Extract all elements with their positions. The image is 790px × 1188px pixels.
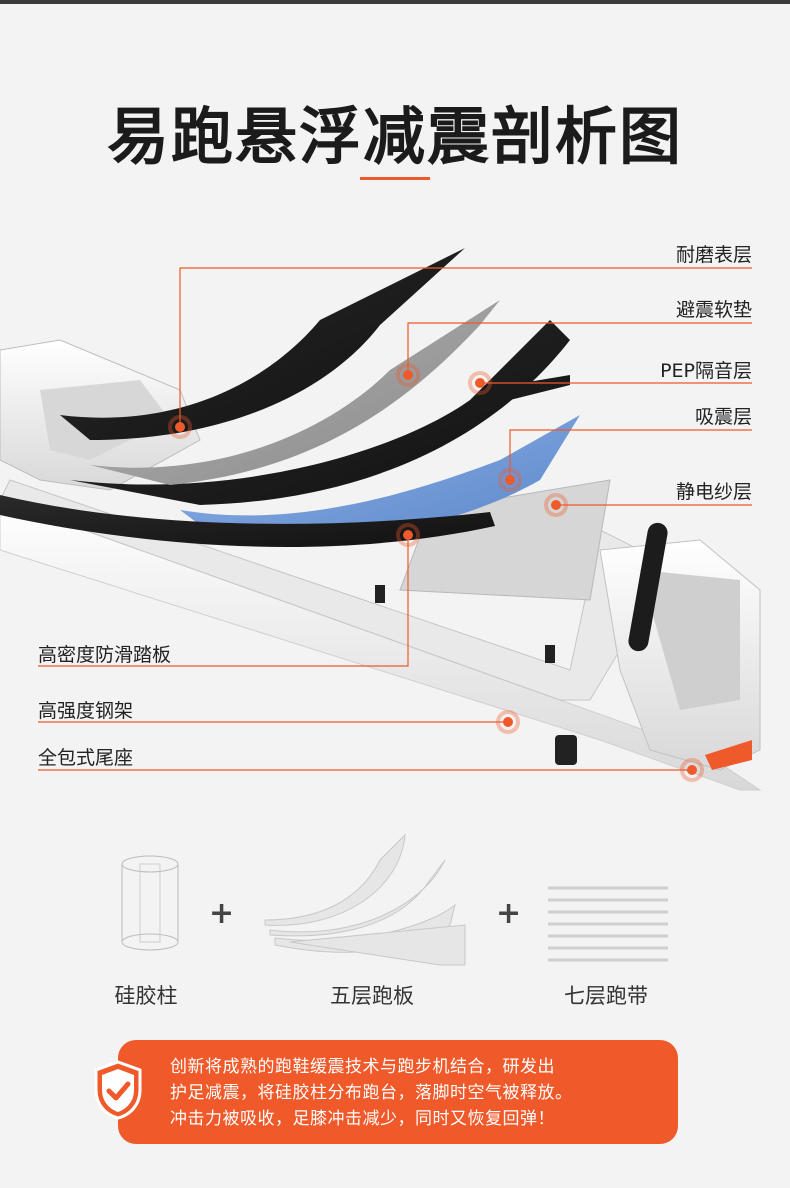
treadmill-illustration [0,248,762,791]
exploded-treadmill-diagram: 耐磨表层 避震软垫 PEP隔音层 吸震层 静电纱层 高密度防滑踏板 高强度钢架 … [0,230,790,810]
label-absorb: 吸震层 [694,406,752,428]
wear-surface-layer [60,248,465,440]
top-bar [0,0,790,4]
shield-check-icon [94,1060,142,1120]
feature-icons [121,833,668,966]
label-tail-seat: 全包式尾座 [38,747,134,769]
feature-label-silicone: 硅胶柱 [114,984,178,1008]
plus-sign: + [209,896,235,931]
label-gauze: 静电纱层 [675,481,752,503]
page-title: 易跑悬浮减震剖析图 [106,100,683,173]
feature-row: + + 硅胶柱 五层跑板 七层跑带 [0,830,790,1030]
five-layer-board-icon [264,833,466,966]
feature-label-belt: 七层跑带 [564,984,648,1008]
leader-dots [168,363,704,782]
silicone-column-icon [121,855,179,951]
anti-slip-deck [0,495,495,547]
description-box: 创新将成熟的跑鞋缓震技术与跑步机结合，研发出 护足减震，将硅胶柱分布跑台，落脚时… [118,1040,678,1144]
cushion-layer [90,300,500,485]
description-line: 护足减震，将硅胶柱分布跑台，落脚时空气被释放。 [170,1083,573,1103]
label-wear-surface: 耐磨表层 [675,244,752,266]
label-cushion: 避震软垫 [675,299,752,321]
title-underline [360,177,430,180]
label-steel-frame: 高强度钢架 [38,700,134,722]
pep-layer [70,320,570,505]
feature-label-board: 五层跑板 [330,984,414,1008]
description-text: 创新将成熟的跑鞋缓震技术与跑步机结合，研发出 护足减震，将硅胶柱分布跑台，落脚时… [170,1054,670,1132]
description-line: 冲击力被吸收，足膝冲击减少，同时又恢复回弹！ [170,1109,555,1129]
plus-sign: + [496,896,522,931]
label-deck: 高密度防滑踏板 [38,644,172,666]
description-line: 创新将成熟的跑鞋缓震技术与跑步机结合，研发出 [170,1057,555,1077]
seven-layer-belt-icon [548,886,668,962]
leader-lines [38,267,752,771]
label-pep: PEP隔音层 [660,360,752,382]
